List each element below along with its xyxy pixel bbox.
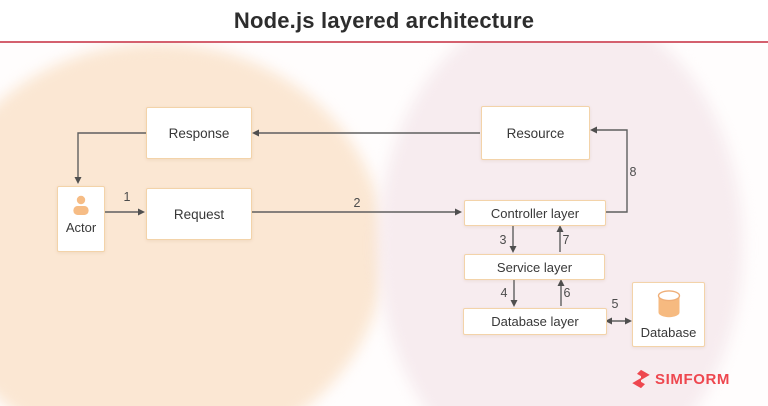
node-database: Database	[632, 282, 705, 347]
brand-name: SIMFORM	[655, 370, 731, 388]
node-response: Response	[146, 107, 252, 159]
database-cylinder-icon	[651, 287, 687, 325]
connector-label-8: 8	[629, 165, 637, 179]
connector-label-2: 2	[353, 196, 361, 210]
connector-label-5: 5	[611, 297, 619, 311]
node-controller-layer-label: Controller layer	[490, 205, 580, 221]
connector-1	[104, 208, 145, 216]
connector-3	[509, 224, 517, 253]
node-controller-layer: Controller layer	[464, 200, 606, 226]
node-database-layer: Database layer	[463, 308, 607, 335]
header: Node.js layered architecture	[0, 0, 768, 43]
node-resource: Resource	[481, 106, 590, 160]
person-icon	[69, 193, 93, 220]
connector-label-3: 3	[499, 233, 507, 247]
connector-response-actor	[74, 132, 146, 184]
connector-7	[556, 225, 564, 252]
connector-2	[250, 208, 462, 216]
connector-5	[605, 317, 632, 325]
page-title: Node.js layered architecture	[233, 7, 535, 33]
node-request: Request	[146, 188, 252, 240]
connector-label-7: 7	[562, 233, 570, 247]
node-service-layer-label: Service layer	[496, 259, 573, 275]
node-resource-label: Resource	[506, 125, 565, 141]
connector-6	[557, 279, 565, 306]
node-actor-label: Actor	[65, 220, 97, 235]
connector-lines	[74, 126, 632, 325]
node-database-layer-label: Database layer	[491, 314, 579, 329]
connector-4	[510, 278, 518, 307]
connector-label-6: 6	[563, 286, 571, 300]
node-database-label: Database	[640, 325, 697, 340]
connector-label-4: 4	[500, 286, 508, 300]
node-request-label: Request	[173, 206, 225, 222]
node-response-label: Response	[168, 125, 230, 141]
diagram-canvas: Response Resource Request Actor Controll…	[0, 43, 768, 406]
connector-8	[590, 126, 628, 213]
connector-resource-response	[252, 129, 480, 137]
connector-label-1: 1	[123, 190, 131, 204]
node-actor: Actor	[57, 186, 105, 252]
brand-logo: SIMFORM	[631, 369, 730, 389]
node-service-layer: Service layer	[464, 254, 605, 280]
simform-logo-icon	[631, 369, 651, 389]
